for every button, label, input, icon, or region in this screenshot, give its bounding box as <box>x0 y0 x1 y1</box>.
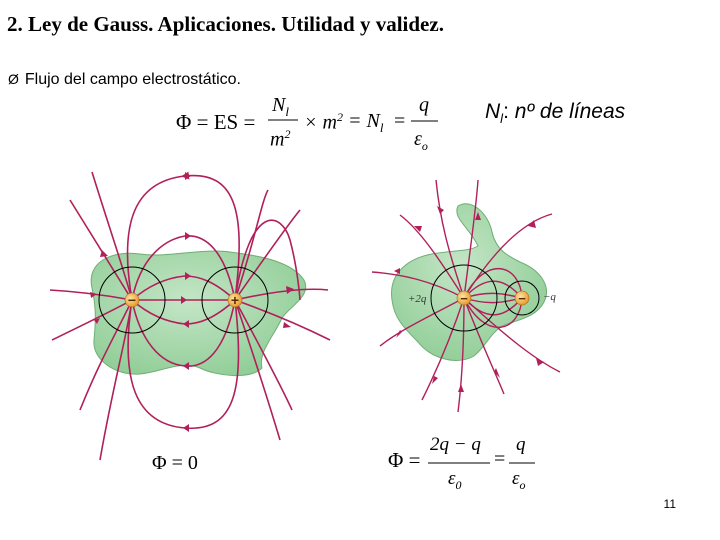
formula-top-eq-nl: = Nl <box>348 110 384 135</box>
formula-right-frac1-num: 2q − q <box>430 434 481 455</box>
field-line-left-4 <box>79 299 133 411</box>
fraction-bars <box>268 119 535 464</box>
bullet-text: Flujo del campo electrostático. <box>24 71 241 88</box>
formula-right-frac2-den: εo <box>512 468 526 492</box>
page-number: 11 <box>663 497 676 511</box>
field-line-left-5 <box>91 171 133 301</box>
field-line-left-3 <box>51 299 133 341</box>
formula-right-frac2-num: q <box>516 434 526 455</box>
field-line-bottom-1 <box>99 299 133 461</box>
field-line-right-4 <box>234 299 293 411</box>
charge-left-sign: − <box>128 292 136 308</box>
formula-right-eq: = <box>494 448 506 470</box>
field-line-bottom-2 <box>234 299 281 441</box>
field-line-right-1 <box>234 209 301 301</box>
slide-title: 2. Ley de Gauss. Aplicaciones. Utilidad … <box>7 12 444 36</box>
charge-big-label: +2q <box>408 293 427 305</box>
gauss-circle-small <box>504 280 540 316</box>
charge-right-sign: + <box>231 292 239 308</box>
charge-small-sign: − <box>518 291 526 306</box>
formula-top-times: × m2 <box>304 110 343 134</box>
charge-small-icon <box>514 290 530 306</box>
formula-top-lhs: Φ = ES = <box>176 110 256 134</box>
charge-big-icon <box>456 290 472 306</box>
field-line-far-top <box>234 219 301 301</box>
flux-left-label: Φ = 0 <box>152 452 198 474</box>
formula-top-eq: = <box>394 110 406 132</box>
charge-big-sign: − <box>460 291 468 306</box>
charge-negative-icon <box>124 292 140 308</box>
formula-right-lhs: Φ = <box>388 448 421 472</box>
charge-positive-icon <box>227 292 243 308</box>
note-nl: Nl: nº de líneas <box>485 100 626 127</box>
bullet-arrow-icon: Ø <box>8 71 19 87</box>
field-line-right-5 <box>234 189 269 301</box>
gauss-circle-left <box>98 266 166 334</box>
bullet-flux: Ø Flujo del campo electrostático. <box>8 71 241 89</box>
gaussian-surface-left <box>90 250 307 377</box>
figure-left: − + <box>49 171 331 461</box>
formula-top-frac1-num: Nl <box>272 94 289 119</box>
formula-top-frac2-den: εo <box>414 128 428 153</box>
gauss-circle-right <box>201 266 269 334</box>
gaussian-surface-right <box>391 203 547 361</box>
gauss-circle-big <box>430 264 498 332</box>
charge-small-label: −q <box>543 291 556 303</box>
figure-right: − − +2q −q <box>371 179 561 413</box>
formula-right-frac1-den: ε0 <box>448 468 462 492</box>
formula-top-frac2-num: q <box>419 94 429 116</box>
formula-top-frac1-den: m2 <box>270 127 291 151</box>
field-line-right-3 <box>234 299 331 341</box>
